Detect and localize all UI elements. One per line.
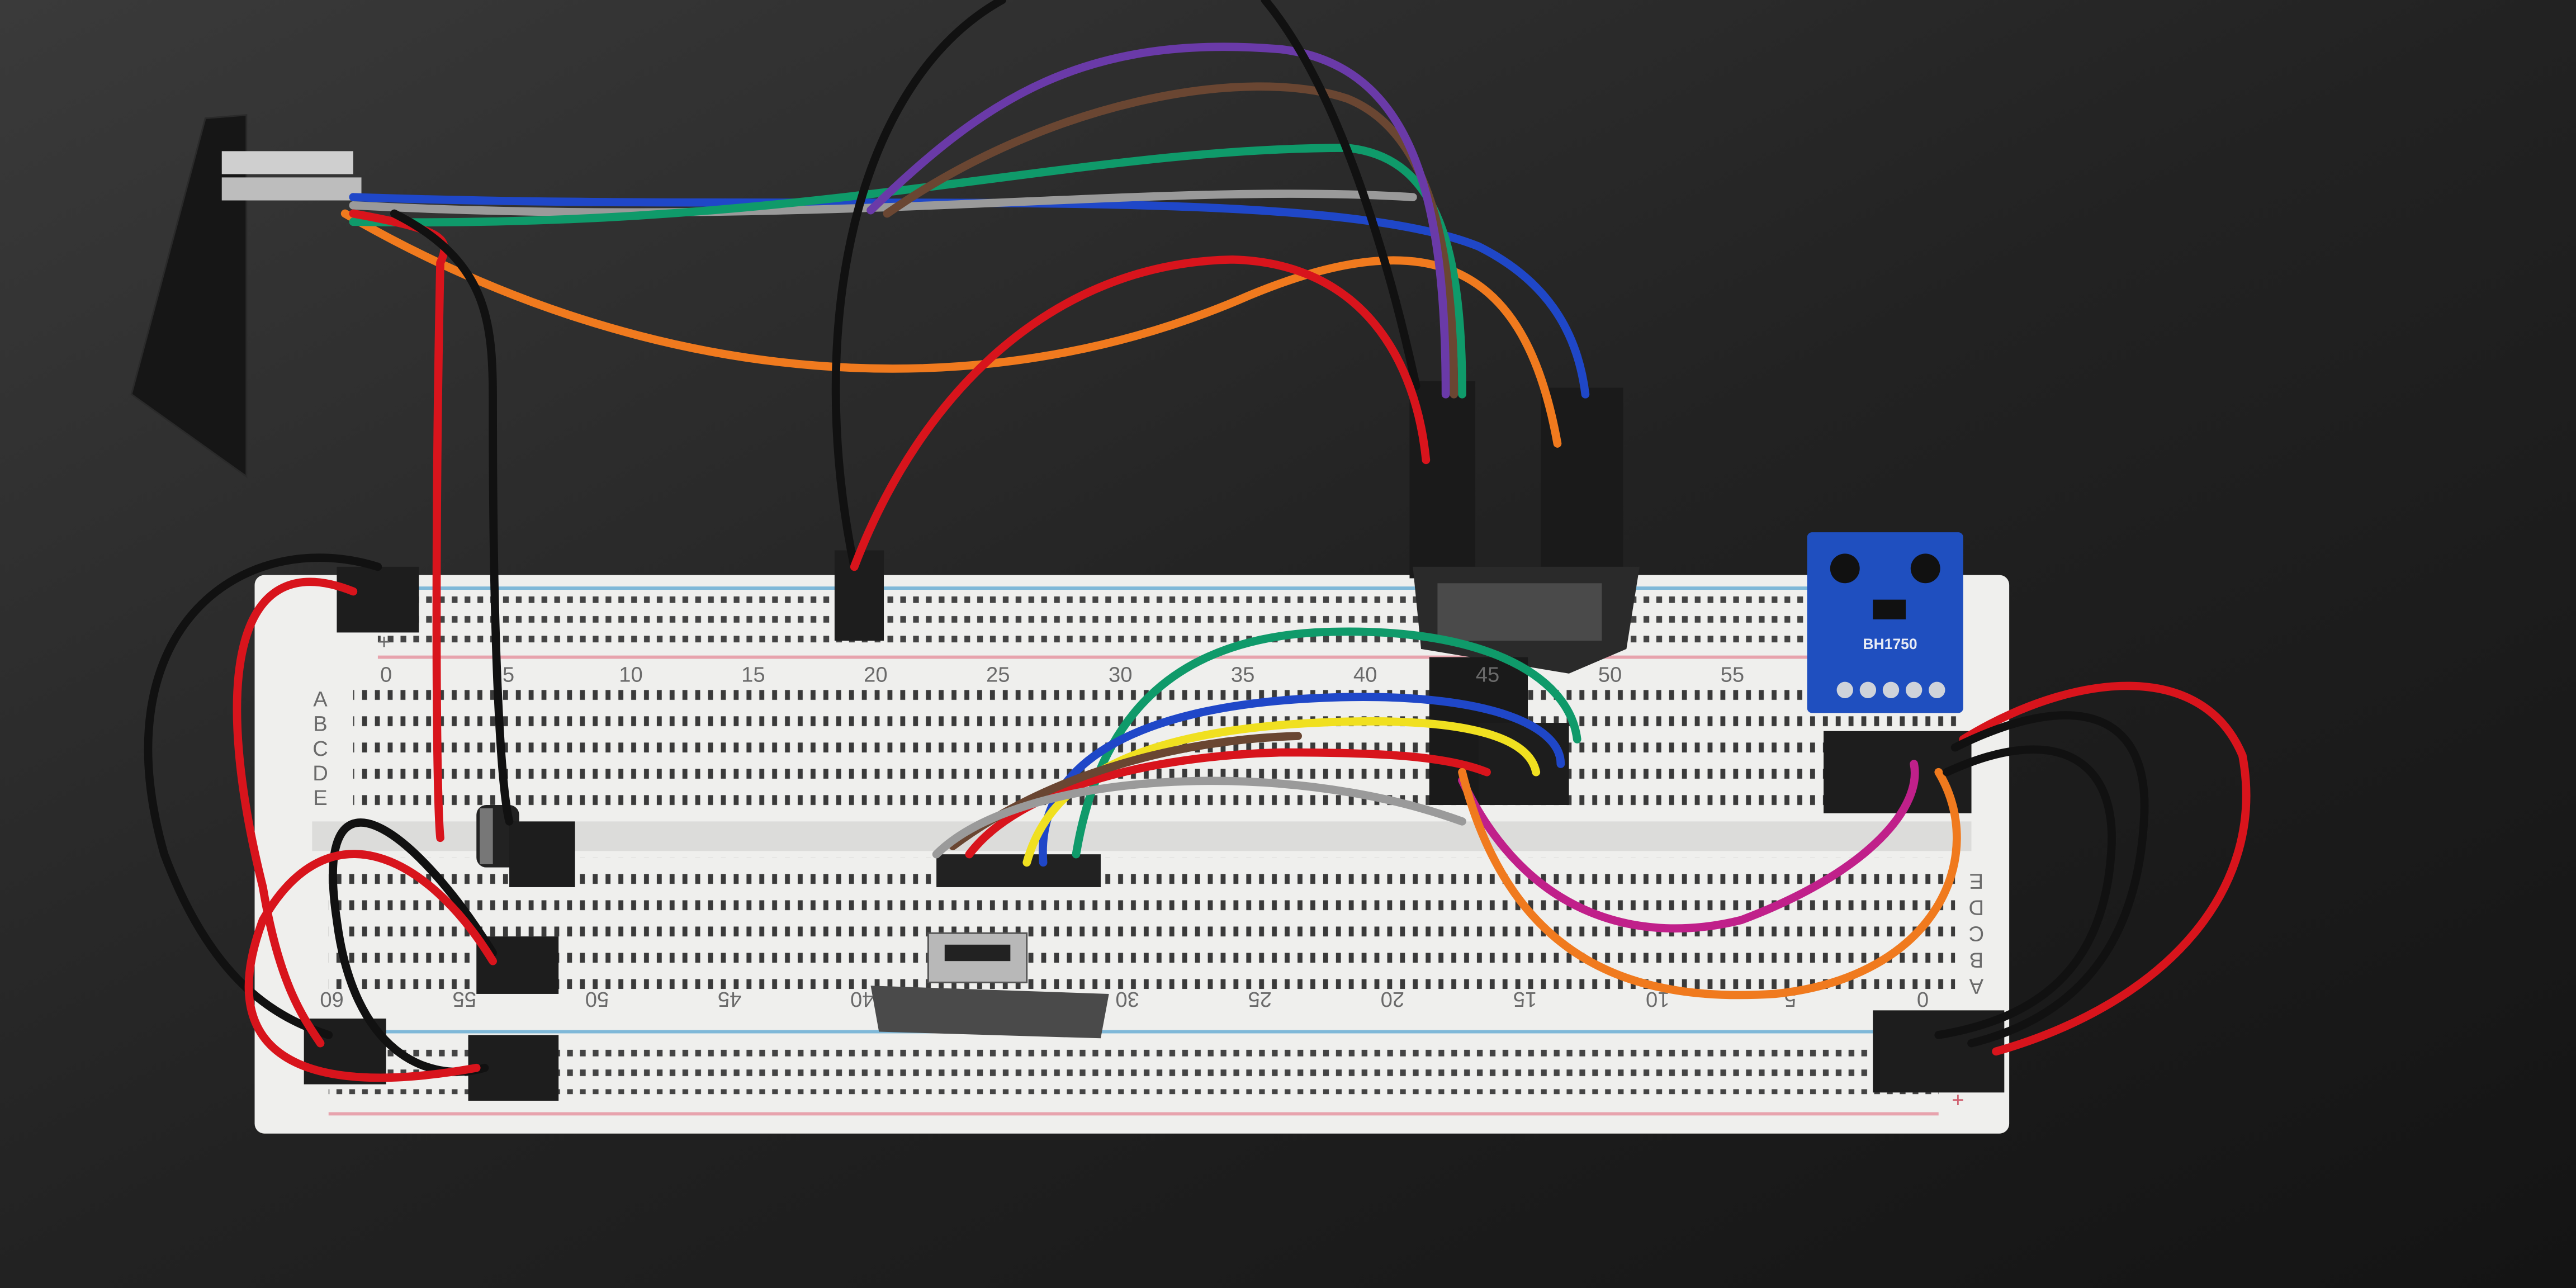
column-number-top: 15 [741,663,765,687]
column-number-top: 55 [1721,663,1744,687]
row-letter-top: B [313,712,327,736]
column-number-bottom: 40 [850,987,874,1011]
wire-grey-bb [932,776,1466,859]
top-rail-holes [377,596,1939,646]
wire-black-right-1 [1950,711,2149,1048]
column-number-top: 5 [503,663,514,687]
column-number-top: 40 [1353,663,1377,687]
row-letter-top: D [312,761,328,785]
wire-black-mid-left [329,818,497,1076]
usb-module [870,854,1109,1039]
row-letter-top: A [313,688,328,712]
column-number-bottom: 15 [1513,987,1537,1011]
wire-orange-bb [1458,768,1961,1000]
row-letter-bottom: A [1969,974,1983,998]
wire-black-left [390,209,514,826]
column-number-top: 0 [380,663,392,687]
bh1750-module: BH1750 [1807,532,1963,713]
column-number-top: 20 [864,663,887,687]
column-number-top: 25 [986,663,1010,687]
wire-red-top [850,255,1431,571]
column-number-bottom: 55 [453,987,476,1011]
wire-red-mid-left [244,850,497,1082]
plus-top: + [378,630,390,654]
wire-red-loop-left [233,577,358,1048]
bottom-terminal-holes [328,858,1955,989]
column-number-bottom: 30 [1115,987,1139,1011]
column-number-bottom: 20 [1381,987,1404,1011]
column-number-top: 45 [1476,663,1499,687]
wire-magenta-bb [1458,760,1919,933]
column-number-top: 30 [1109,663,1132,687]
row-letter-bottom: E [1969,869,1983,893]
wire-red-right [1959,681,2251,1056]
bottom-rail-holes [328,1045,1939,1095]
wire-grey-top [349,190,1417,217]
bh1750-label: BH1750 [1863,636,1917,652]
row-letter-bottom: C [1969,921,1985,945]
wire-black-top [831,0,1420,571]
plus-bottom: + [1952,1088,1964,1112]
column-number-bottom: 50 [585,987,609,1011]
wire-black-loop-left [144,553,382,1039]
wire-blue-top [349,193,1590,399]
wire-purple-top [866,42,1450,399]
column-number-bottom: 45 [718,987,741,1011]
wire-black-right-2 [1934,745,2116,1039]
usb-port [944,944,1011,962]
column-number-top: 10 [619,663,642,687]
column-number-top: 50 [1598,663,1622,687]
row-letter-top: C [312,737,328,761]
row-letter-top: E [313,786,327,810]
column-number-top: 35 [1231,663,1254,687]
wire-brown-top [883,82,1459,399]
sensor-panel [130,114,362,479]
row-letter-bottom: D [1969,895,1985,919]
column-number-bottom: 25 [1248,987,1272,1011]
column-number-bottom: 60 [320,987,343,1011]
wires [144,0,2251,1082]
row-letter-bottom: B [1969,948,1983,972]
wire-orange-top [340,209,1562,448]
column-number-bottom: 0 [1917,987,1929,1011]
